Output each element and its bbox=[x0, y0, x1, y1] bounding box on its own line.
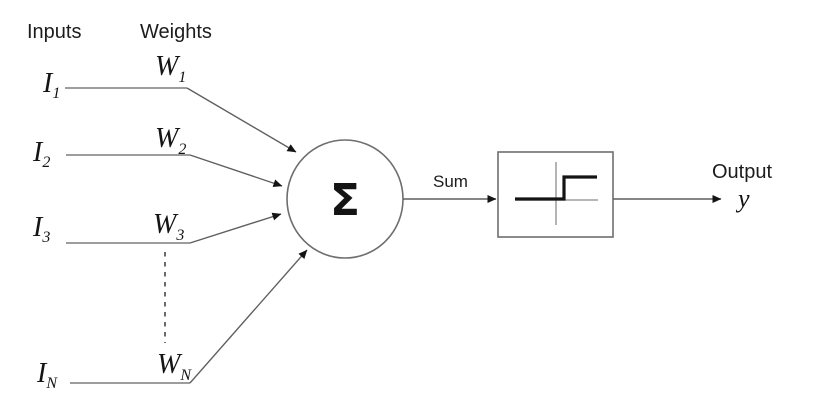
output-variable-label: y bbox=[735, 184, 750, 213]
input-row-n: IN WN bbox=[36, 249, 308, 392]
weight-label-wn: WN bbox=[157, 349, 192, 384]
output-header-label: Output bbox=[712, 161, 772, 183]
input-label-i2: I2 bbox=[32, 137, 50, 171]
sigma-symbol: Σ bbox=[330, 175, 360, 226]
weight-arrow-1 bbox=[186, 87, 297, 153]
activation-function-box bbox=[497, 151, 614, 238]
input-label-i1: I1 bbox=[42, 68, 60, 102]
input-label-in: IN bbox=[36, 358, 58, 392]
step-function-icon bbox=[515, 162, 598, 225]
weight-arrow-3 bbox=[189, 212, 282, 244]
step-curve bbox=[515, 175, 597, 201]
weights-header-label: Weights bbox=[140, 21, 212, 43]
weight-label-w3: W3 bbox=[153, 209, 184, 244]
input-row-1: I1 W1 bbox=[42, 51, 297, 153]
weight-arrow-n bbox=[189, 249, 308, 384]
input-label-i3: I3 bbox=[32, 212, 50, 246]
input-row-2: I2 W2 bbox=[32, 123, 283, 188]
sum-connector-label: Sum bbox=[433, 172, 468, 191]
summation-node: Σ bbox=[286, 139, 404, 259]
weight-arrow-2 bbox=[189, 154, 283, 188]
weight-label-w2: W2 bbox=[155, 123, 186, 158]
input-row-3: I3 W3 bbox=[32, 209, 282, 246]
inputs-header-label: Inputs bbox=[27, 21, 81, 43]
weight-label-w1: W1 bbox=[155, 51, 186, 86]
